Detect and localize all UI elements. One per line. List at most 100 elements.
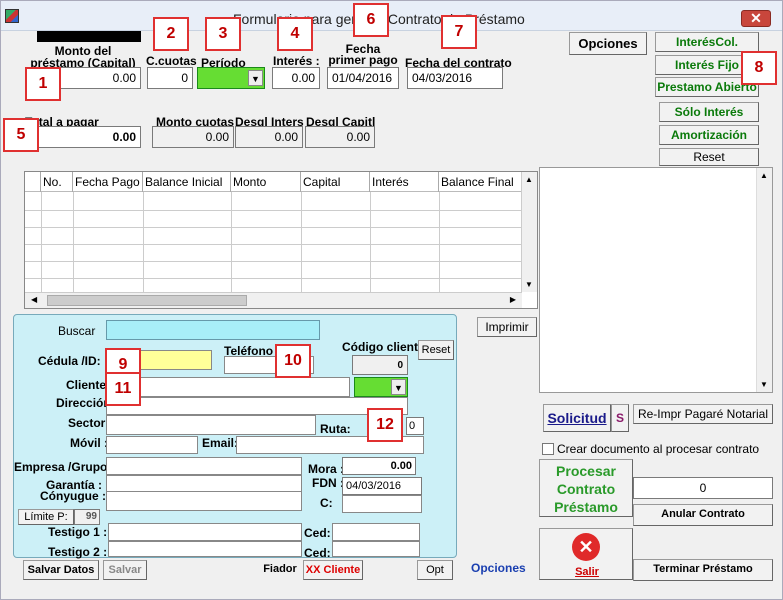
- arrow-up-icon[interactable]: ▲: [525, 175, 533, 184]
- notes-scrollbar[interactable]: ▲ ▼: [756, 168, 772, 392]
- chevron-down-icon[interactable]: ▼: [248, 70, 263, 86]
- salvar-datos-button[interactable]: Salvar Datos: [23, 560, 99, 580]
- anular-button[interactable]: Anular Contrato: [633, 504, 773, 526]
- marker-1: 1: [25, 67, 61, 101]
- cliente-select[interactable]: ▼: [354, 377, 408, 397]
- buscar-label: Buscar: [58, 324, 96, 338]
- ced1-input[interactable]: [332, 523, 420, 541]
- telefono-label: Teléfono :: [224, 344, 281, 358]
- marker-2: 2: [153, 17, 189, 51]
- arrow-down-icon[interactable]: ▼: [760, 380, 768, 389]
- email-label: Email:: [202, 436, 239, 450]
- amortizacion-button[interactable]: Amortización: [659, 125, 759, 145]
- direccion-label: Dirección: [56, 396, 111, 410]
- reimpr-button[interactable]: Re-Impr Pagaré Notarial: [633, 404, 773, 424]
- crear-doc-checkbox[interactable]: [542, 443, 554, 455]
- arrow-right-icon[interactable]: ▶: [509, 295, 516, 304]
- c-input[interactable]: [342, 495, 422, 513]
- procesar-button[interactable]: Procesar Contrato Préstamo: [539, 459, 633, 517]
- grid-vscroll[interactable]: ▲ ▼: [521, 172, 537, 292]
- desgl-capitl-value: 0.00: [305, 126, 375, 148]
- fecha-contrato-input[interactable]: 04/03/2016: [407, 67, 503, 89]
- fiador-button[interactable]: Fiador: [263, 563, 297, 575]
- grid-hscroll[interactable]: ◀ ▶: [25, 292, 522, 308]
- ced1-label: Ced:: [304, 526, 331, 540]
- grid-col-fecha: Fecha Pago: [73, 172, 143, 192]
- fdn-label: FDN :: [312, 476, 344, 490]
- chevron-down-icon[interactable]: ▼: [391, 379, 406, 395]
- fdn-input[interactable]: 04/03/2016: [342, 477, 422, 495]
- direccion-input[interactable]: [106, 397, 408, 415]
- client-reset-button[interactable]: Reset: [418, 340, 454, 360]
- garantia-label: Garantía :: [46, 478, 103, 492]
- reset-calc-button[interactable]: Reset: [659, 148, 759, 166]
- periodo-select[interactable]: ▼: [197, 67, 265, 89]
- solo-interes-button[interactable]: Sólo Interés: [659, 102, 759, 122]
- solicitud-button[interactable]: Solicitud: [543, 404, 611, 432]
- cliente-input[interactable]: [106, 377, 350, 397]
- cliente-label: Cliente: [66, 378, 107, 392]
- grid-col-no: No.: [41, 172, 73, 192]
- opciones-button[interactable]: Opciones: [569, 32, 647, 55]
- arrow-down-icon[interactable]: ▼: [525, 280, 533, 289]
- mora-value: 0.00: [342, 457, 416, 475]
- testigo1-input[interactable]: [108, 523, 302, 541]
- testigo1-label: Testigo 1 :: [48, 525, 108, 539]
- opt-button[interactable]: Opt: [417, 560, 453, 580]
- title-bar: Formulario para generar Contrato de Prés…: [1, 1, 782, 31]
- marker-6: 6: [353, 3, 389, 37]
- close-button[interactable]: ✕: [741, 10, 771, 27]
- ced2-label: Ced:: [304, 546, 331, 560]
- mora-label: Mora :: [308, 462, 344, 476]
- buscar-input[interactable]: [106, 320, 320, 340]
- desgl-capitl-label: Desgl Capitl: [306, 115, 376, 129]
- salvar-button[interactable]: Salvar: [103, 560, 147, 580]
- interes-input[interactable]: 0.00: [272, 67, 320, 89]
- marker-4: 4: [277, 17, 313, 51]
- salir-button[interactable]: ✕ Salir: [539, 528, 633, 580]
- notes-textarea[interactable]: ▲ ▼: [539, 167, 773, 393]
- conyugue-input[interactable]: [106, 491, 302, 511]
- contador-display: 0: [633, 477, 773, 499]
- periodo-label: Período: [201, 56, 246, 70]
- monto-cuotas-label: Monto cuotas: [156, 115, 234, 129]
- limite-button[interactable]: Límite P:: [18, 509, 74, 525]
- ruta-label: Ruta:: [320, 422, 351, 436]
- grid-col-balance-final: Balance Final: [441, 175, 514, 189]
- interes-col-button[interactable]: InterésCol.: [655, 32, 759, 52]
- total-input[interactable]: 0.00: [25, 126, 141, 148]
- amortization-grid[interactable]: No. Fecha Pago Balance Inicial Monto Cap…: [24, 171, 538, 309]
- sector-input[interactable]: [106, 415, 316, 435]
- ruta-input[interactable]: 0: [406, 417, 424, 435]
- arrow-left-icon[interactable]: ◀: [31, 295, 38, 304]
- testigo2-input[interactable]: [108, 541, 302, 557]
- imprimir-button[interactable]: Imprimir: [477, 317, 537, 337]
- marker-3: 3: [205, 17, 241, 51]
- xx-cliente-button[interactable]: XX Cliente: [303, 560, 363, 580]
- grid-rowheader: [25, 172, 41, 192]
- cuotas-input[interactable]: 0: [147, 67, 193, 89]
- hscroll-thumb[interactable]: [47, 295, 247, 306]
- opciones-link[interactable]: Opciones: [471, 561, 526, 575]
- empresa-input[interactable]: [106, 457, 302, 475]
- conyugue-label: Cónyugue :: [40, 489, 106, 503]
- interes-fijo-button[interactable]: Interés Fijo: [655, 55, 759, 75]
- fecha-primer-input[interactable]: 01/04/2016: [327, 67, 399, 89]
- app-icon: [5, 9, 19, 23]
- ced2-input[interactable]: [332, 541, 420, 557]
- movil-input[interactable]: [106, 436, 198, 454]
- grid-col-capital: Capital: [301, 172, 370, 192]
- grid-col-interes: Interés: [370, 172, 439, 192]
- prestamo-abierto-button[interactable]: Prestamo Abierto: [655, 77, 759, 97]
- terminar-button[interactable]: Terminar Préstamo: [633, 559, 773, 581]
- sector-label: Sector: [68, 416, 106, 430]
- s-button[interactable]: S: [611, 404, 629, 432]
- c-label: C:: [320, 496, 333, 510]
- arrow-up-icon[interactable]: ▲: [760, 171, 768, 180]
- client-panel: Buscar Cédula /ID: Teléfono : Código cli…: [13, 314, 457, 560]
- fecha-contrato-label: Fecha del contrato: [405, 56, 512, 70]
- grid-header: No. Fecha Pago Balance Inicial Monto Cap…: [25, 172, 522, 192]
- marker-5: 5: [3, 118, 39, 152]
- movil-label: Móvil :: [70, 436, 108, 450]
